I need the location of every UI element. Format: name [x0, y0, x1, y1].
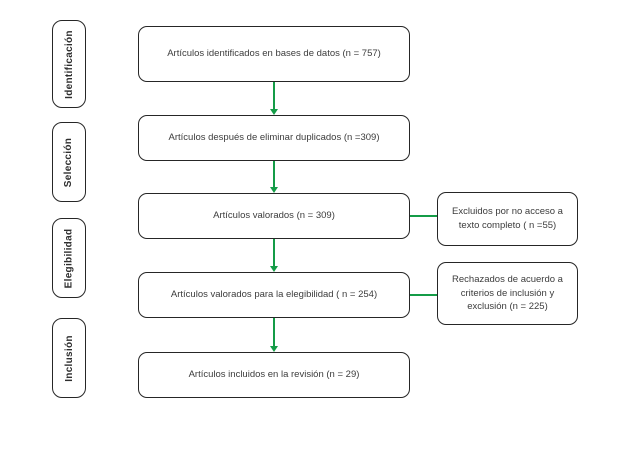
arrow-down-icon [269, 318, 278, 352]
stage-box-identificacion: Identificación [52, 20, 86, 108]
connector-line [410, 294, 437, 296]
stage-label: Inclusión [63, 334, 75, 382]
flow-box-eligibility: Artículos valorados para la elegibilidad… [138, 272, 410, 318]
flow-box-assessed: Artículos valorados (n = 309) [138, 193, 410, 239]
stage-box-seleccion: Selección [52, 122, 86, 202]
stage-label: Selección [63, 137, 75, 187]
side-box-text: Rechazados de acuerdo a criterios de inc… [452, 273, 563, 313]
arrow-down-icon [269, 239, 278, 272]
stage-box-elegibilidad: Elegibilidad [52, 218, 86, 298]
arrow-down-icon [269, 161, 278, 193]
flow-box-text: Artículos valorados para la elegibilidad… [170, 288, 378, 300]
flow-box-included: Artículos incluidos en la revisión (n = … [138, 352, 410, 398]
stage-label: Identificación [63, 29, 75, 99]
side-box-excluded-no-access: Excluidos por no acceso a texto completo… [437, 192, 578, 246]
connector-line [410, 215, 437, 217]
flow-box-text: Artículos incluidos en la revisión (n = … [188, 368, 360, 380]
flow-box-text: Artículos valorados (n = 309) [213, 209, 335, 221]
arrow-down-icon [269, 82, 278, 115]
flow-box-text: Artículos identificados en bases de dato… [167, 47, 381, 59]
stage-box-inclusion: Inclusión [52, 318, 86, 398]
side-box-text: Excluidos por no acceso a texto completo… [452, 206, 563, 231]
stage-label: Elegibilidad [63, 228, 75, 288]
flow-box-text: Artículos después de eliminar duplicados… [168, 131, 380, 143]
flow-box-identified: Artículos identificados en bases de dato… [138, 26, 410, 82]
flow-box-after-duplicates: Artículos después de eliminar duplicados… [138, 115, 410, 161]
side-box-rejected-criteria: Rechazados de acuerdo a criterios de inc… [437, 262, 578, 325]
